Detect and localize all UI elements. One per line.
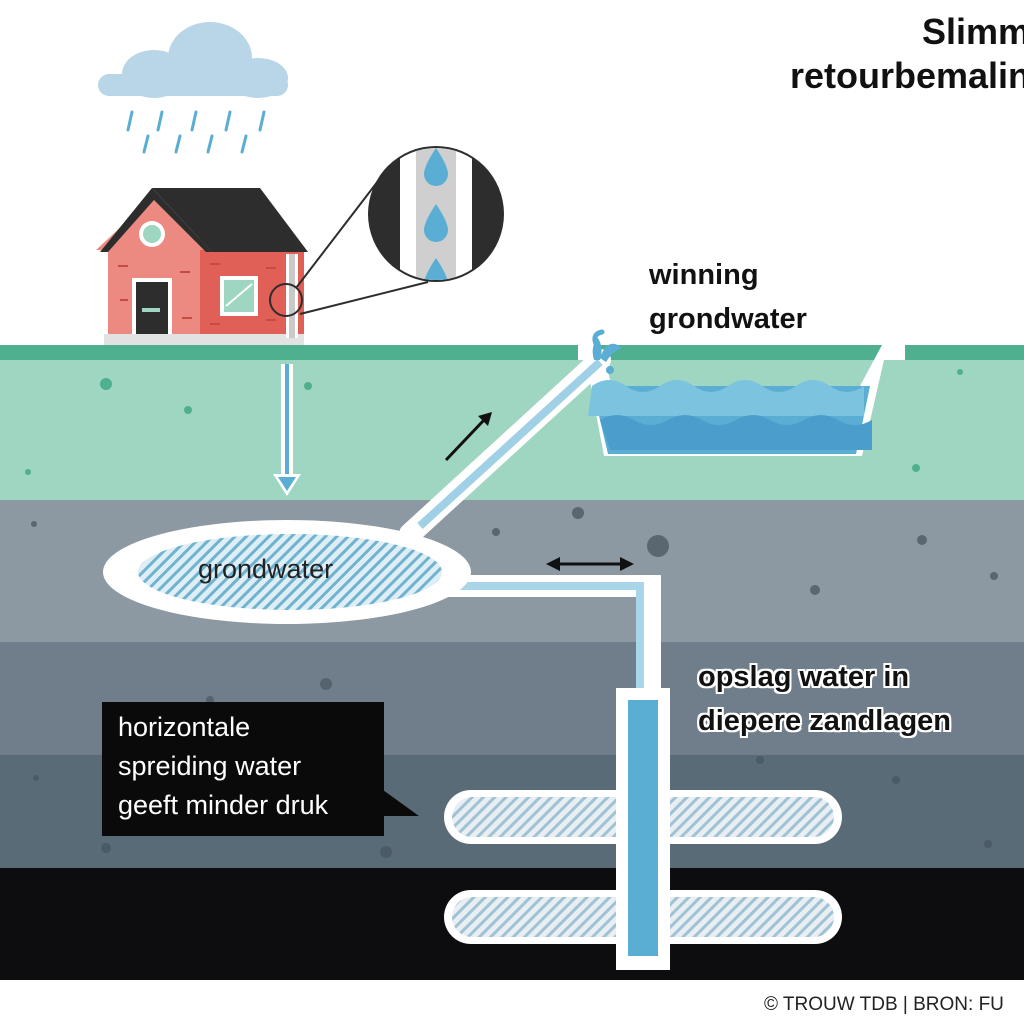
well-shaft [616,780,670,970]
credit-text: © TROUW TDB | BRON: FU [764,994,1004,1015]
page-title: Slimm retourbemalin [790,10,1024,98]
drainpipe-magnifier-icon [269,146,504,317]
rain-cloud-icon [98,22,288,154]
extraction-label-line-2: grondwater [649,303,807,335]
pond-icon [578,345,905,456]
extraction-label-line-1: winning [649,259,759,291]
callout-line-2: spreiding water [118,751,302,781]
down-arrow-icon [273,364,301,496]
callout-pointer [383,790,419,816]
storage-label-line-1: opslag water in [698,661,910,693]
double-arrow-icon [546,557,634,571]
callout-box: horizontale spreiding water geeft minder… [102,702,384,836]
callout-line-1: horizontale [118,712,251,742]
diagonal-arrow-icon [444,412,492,462]
credit-bar [0,980,1024,1024]
storage-label-line-2: diepere zandlagen [698,705,952,737]
title-line-2: retourbemalin [789,55,1024,96]
house-icon [96,188,308,345]
title-line-1: Slimm [921,11,1024,52]
water-fountain-icon [592,329,622,374]
callout-line-3: geeft minder druk [118,790,329,820]
groundwater-lens [103,520,471,624]
extraction-pipe [399,349,611,545]
groundwater-label: grondwater [198,554,334,584]
